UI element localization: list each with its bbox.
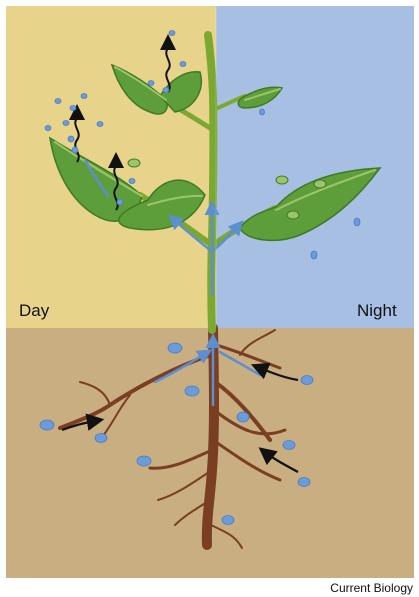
day-label: Day	[19, 302, 49, 319]
water-droplet-icon	[185, 386, 199, 396]
night-sky-panel	[216, 6, 414, 328]
water-droplet-icon	[260, 109, 265, 115]
water-droplet-icon	[97, 122, 103, 127]
water-droplet-icon	[237, 412, 249, 422]
water-droplet-icon	[163, 88, 169, 93]
water-droplet-icon	[95, 434, 107, 443]
water-droplet-icon	[68, 136, 74, 142]
water-droplet-icon	[222, 516, 234, 525]
water-droplet-icon	[148, 81, 154, 86]
water-droplet-icon	[137, 456, 151, 466]
water-droplet-icon	[81, 94, 87, 99]
day-sky-panel	[6, 6, 216, 328]
night-label: Night	[357, 302, 397, 319]
water-droplet-icon	[283, 441, 295, 450]
water-droplet-icon	[70, 106, 76, 111]
water-droplet-icon	[72, 147, 78, 153]
water-droplet-icon	[311, 251, 317, 259]
water-droplet-icon	[55, 99, 61, 104]
water-droplet-icon	[354, 218, 360, 226]
water-droplet-icon	[298, 478, 310, 487]
water-droplet-icon	[168, 343, 182, 353]
water-droplet-icon	[63, 121, 69, 126]
water-droplet-icon	[45, 126, 51, 131]
water-droplet-icon	[169, 31, 175, 36]
water-droplet-icon	[301, 376, 313, 385]
water-droplet-icon	[117, 199, 123, 205]
water-droplet-icon	[180, 62, 186, 67]
water-droplet-icon	[40, 420, 54, 430]
source-credit: Current Biology	[330, 582, 413, 594]
water-droplet-icon	[129, 179, 135, 184]
